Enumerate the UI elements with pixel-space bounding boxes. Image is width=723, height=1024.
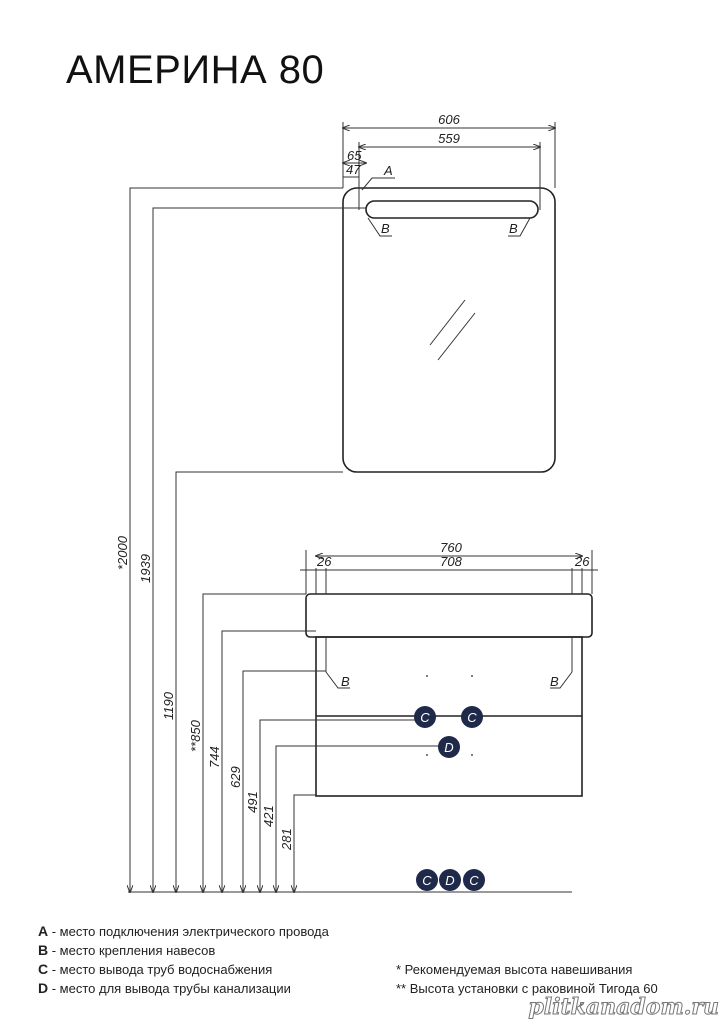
countertop xyxy=(305,593,593,638)
legend-item-d: D - место для вывода трубы канализации xyxy=(38,980,291,996)
dim-744: 744 xyxy=(207,746,222,768)
watermark: plitkanadom.ru xyxy=(528,994,720,1021)
note-recommended-height: * Рекомендуемая высота навешивания xyxy=(396,962,633,977)
marker-d: D xyxy=(438,736,460,758)
dim-421: 421 xyxy=(261,805,276,827)
svg-text:D: D xyxy=(444,740,453,755)
marker-b-label: B xyxy=(509,221,518,236)
floor-marker-c-1: C xyxy=(416,869,438,891)
svg-text:C: C xyxy=(422,873,432,888)
dim-491: 491 xyxy=(245,791,260,813)
marker-a-label: A xyxy=(383,163,393,178)
marker-c-1: C xyxy=(414,706,436,728)
legend-item-c: C - место вывода труб водоснабжения xyxy=(38,961,273,977)
height-dimensions: *2000 1939 1190 **850 744 629 491 421 28… xyxy=(115,187,572,892)
floor-marker-c-2: C xyxy=(463,869,485,891)
dim-2000: *2000 xyxy=(115,535,130,570)
note-install-height: ** Высота установки с раковиной Тигода 6… xyxy=(396,981,658,996)
floor-marker-d: D xyxy=(439,869,461,891)
svg-text:C: C xyxy=(469,873,479,888)
dim-26-left: 26 xyxy=(316,554,332,569)
dim-26-right: 26 xyxy=(574,554,590,569)
marker-b-label: B xyxy=(550,674,559,689)
marker-c-2: C xyxy=(461,706,483,728)
svg-text:D: D xyxy=(445,873,454,888)
dim-850: **850 xyxy=(188,719,203,752)
svg-text:C: C xyxy=(420,710,430,725)
dim-1190: 1190 xyxy=(161,691,176,720)
vanity-unit: 760 708 26 26 B B xyxy=(300,540,598,797)
dim-65: 65 xyxy=(347,148,362,163)
dim-606: 606 xyxy=(438,112,460,127)
dim-47: 47 xyxy=(346,162,361,177)
dim-708: 708 xyxy=(440,554,462,569)
dim-629: 629 xyxy=(228,766,243,788)
mirror-cabinet: 606 559 65 47 A B B xyxy=(343,112,555,473)
drawing-title: АМЕРИНА 80 xyxy=(66,48,325,92)
mirror-reflection xyxy=(429,299,466,346)
dim-1939: 1939 xyxy=(138,554,153,583)
legend-item-a: A - место подключения электрического про… xyxy=(38,923,329,939)
dim-559: 559 xyxy=(438,131,460,146)
marker-b-label: B xyxy=(341,674,350,689)
legend-item-b: B - место крепления навесов xyxy=(38,942,216,958)
dim-281: 281 xyxy=(279,828,294,851)
notes: * Рекомендуемая высота навешивания ** Вы… xyxy=(396,960,658,998)
legend: A - место подключения электрического про… xyxy=(38,922,329,998)
light-strip xyxy=(365,200,539,219)
marker-b-label: B xyxy=(381,221,390,236)
svg-text:C: C xyxy=(467,710,477,725)
dim-760: 760 xyxy=(440,540,462,555)
